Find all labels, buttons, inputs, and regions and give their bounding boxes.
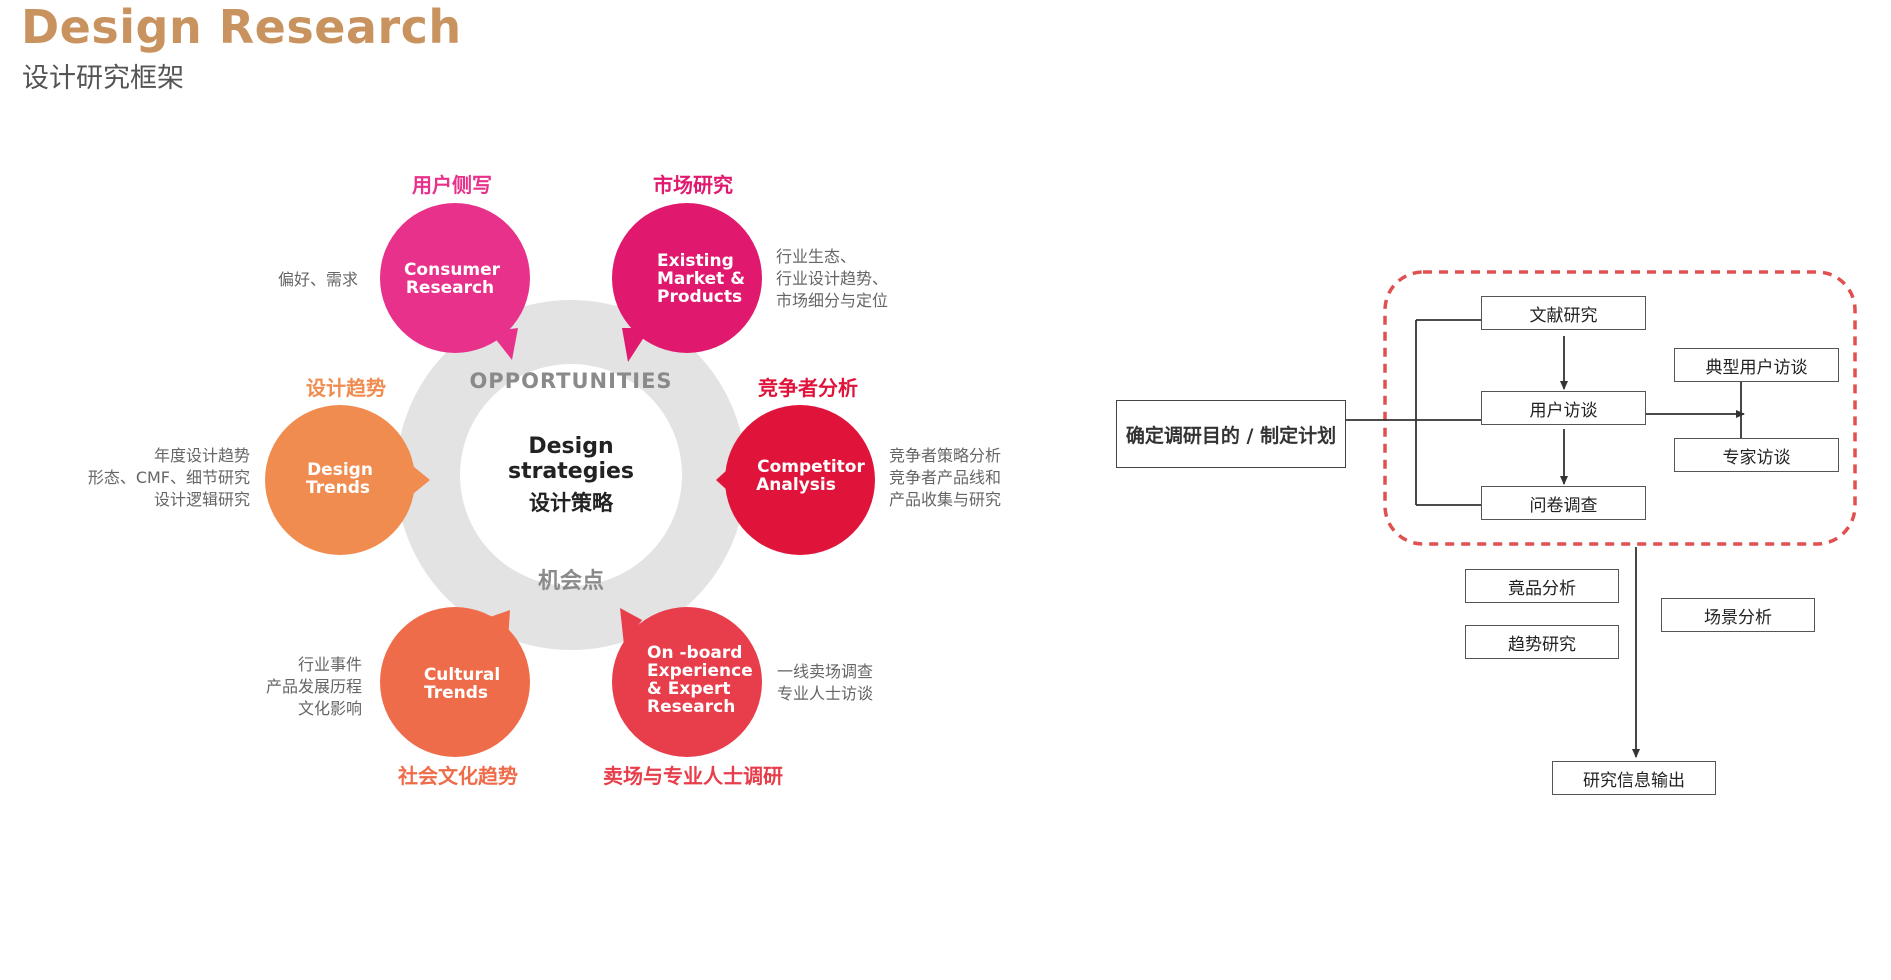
typical-user-interview-box: 典型用户访谈 (1674, 348, 1839, 382)
trend-research-box: 趋势研究 (1465, 625, 1619, 659)
research-methods-dashed-frame (1383, 270, 1857, 546)
node-market-desc-3: 市场细分与定位 (776, 291, 888, 310)
expert-interview-box: 专家访谈 (1674, 438, 1839, 472)
node-competitor-desc-3: 产品收集与研究 (889, 490, 1001, 509)
node-onboard-en-2: Experience (647, 661, 753, 681)
node-design-title: 设计趋势 (306, 376, 386, 400)
node-competitor-title: 竞争者分析 (758, 376, 858, 400)
competitive-analysis-box: 竟品分析 (1465, 569, 1619, 603)
node-consumer-desc-1: 偏好、需求 (278, 270, 358, 289)
node-onboard-circle (612, 607, 762, 757)
node-onboard-en-3: & Expert (647, 679, 731, 699)
node-onboard-title: 卖场与专业人士调研 (603, 764, 783, 788)
node-competitor: 竞争者分析 Competitor Analysis 竞争者策略分析 竞争者产品线… (716, 376, 1001, 555)
node-onboard-pointer (620, 608, 642, 645)
node-market-en-3: Products (657, 287, 742, 307)
user-interview-box: 用户访谈 (1481, 391, 1646, 425)
research-wheel-diagram: OPPORTUNITIES 机会点 Design strategies 设计策略… (88, 173, 1001, 788)
node-cultural-desc-1: 行业事件 (298, 655, 362, 674)
node-market-en-1: Existing (657, 251, 734, 271)
page-title: Design Research (21, 0, 462, 54)
node-market-en-2: Market & (657, 269, 745, 289)
node-design: 设计趋势 Design Trends 年度设计趋势 形态、CMF、细节研究 设计… (88, 376, 430, 555)
node-market-circle (612, 203, 762, 353)
opportunities-ring (396, 300, 746, 650)
node-cultural-desc-3: 文化影响 (298, 699, 362, 718)
node-onboard-en-4: Research (647, 697, 735, 717)
node-consumer-title: 用户侧写 (412, 173, 492, 197)
node-consumer: 用户侧写 Consumer Research 偏好、需求 (278, 173, 530, 360)
node-cultural-en-1: Cultural (424, 665, 500, 685)
page-subtitle: 设计研究框架 (22, 63, 184, 94)
node-cultural-title: 社会文化趋势 (397, 764, 518, 788)
center-circle (489, 393, 653, 557)
node-competitor-desc-2: 竞争者产品线和 (889, 468, 1001, 487)
node-market-title: 市场研究 (653, 173, 733, 197)
node-onboard-desc-2: 专业人士访谈 (777, 684, 873, 703)
node-design-desc-3: 设计逻辑研究 (154, 490, 250, 509)
node-cultural: 社会文化趋势 Cultural Trends 行业事件 产品发展历程 文化影响 (266, 607, 530, 788)
research-output-box: 研究信息输出 (1552, 761, 1716, 795)
node-competitor-circle (725, 405, 875, 555)
ring-top-label: OPPORTUNITIES (469, 369, 672, 393)
center-label-cn: 设计策略 (529, 491, 614, 515)
node-consumer-en-1: Consumer (404, 260, 501, 280)
questionnaire-survey-box: 问卷调查 (1481, 486, 1646, 520)
node-design-circle (265, 405, 415, 555)
plan-box: 确定调研目的 / 制定计划 (1116, 400, 1346, 468)
node-competitor-desc-1: 竞争者策略分析 (889, 446, 1001, 465)
center-label-line1: Design (528, 434, 613, 459)
ring-bottom-label: 机会点 (538, 568, 604, 594)
node-consumer-en-2: Research (406, 278, 494, 298)
node-design-desc-2: 形态、CMF、细节研究 (88, 468, 250, 487)
node-design-en-2: Trends (306, 478, 370, 498)
node-onboard-en-1: On -board (647, 643, 742, 663)
node-market-desc-2: 行业设计趋势、 (776, 269, 888, 288)
node-cultural-circle (380, 607, 530, 757)
center-label-line2: strategies (508, 459, 634, 484)
node-design-desc-1: 年度设计趋势 (154, 446, 250, 465)
node-market-desc-1: 行业生态、 (776, 247, 856, 266)
literature-research-box: 文献研究 (1481, 296, 1646, 330)
node-onboard: 卖场与专业人士调研 On -board Experience & Expert … (603, 607, 873, 788)
node-market: 市场研究 Existing Market & Products 行业生态、 行业… (612, 173, 888, 362)
node-cultural-en-2: Trends (424, 683, 488, 703)
node-cultural-desc-2: 产品发展历程 (266, 677, 362, 696)
node-competitor-en-1: Competitor (757, 457, 865, 477)
node-onboard-desc-1: 一线卖场调查 (777, 662, 873, 681)
scenario-analysis-box: 场景分析 (1661, 598, 1815, 632)
node-competitor-en-2: Analysis (756, 475, 836, 495)
node-consumer-circle (380, 203, 530, 353)
node-design-en-1: Design (307, 460, 373, 480)
